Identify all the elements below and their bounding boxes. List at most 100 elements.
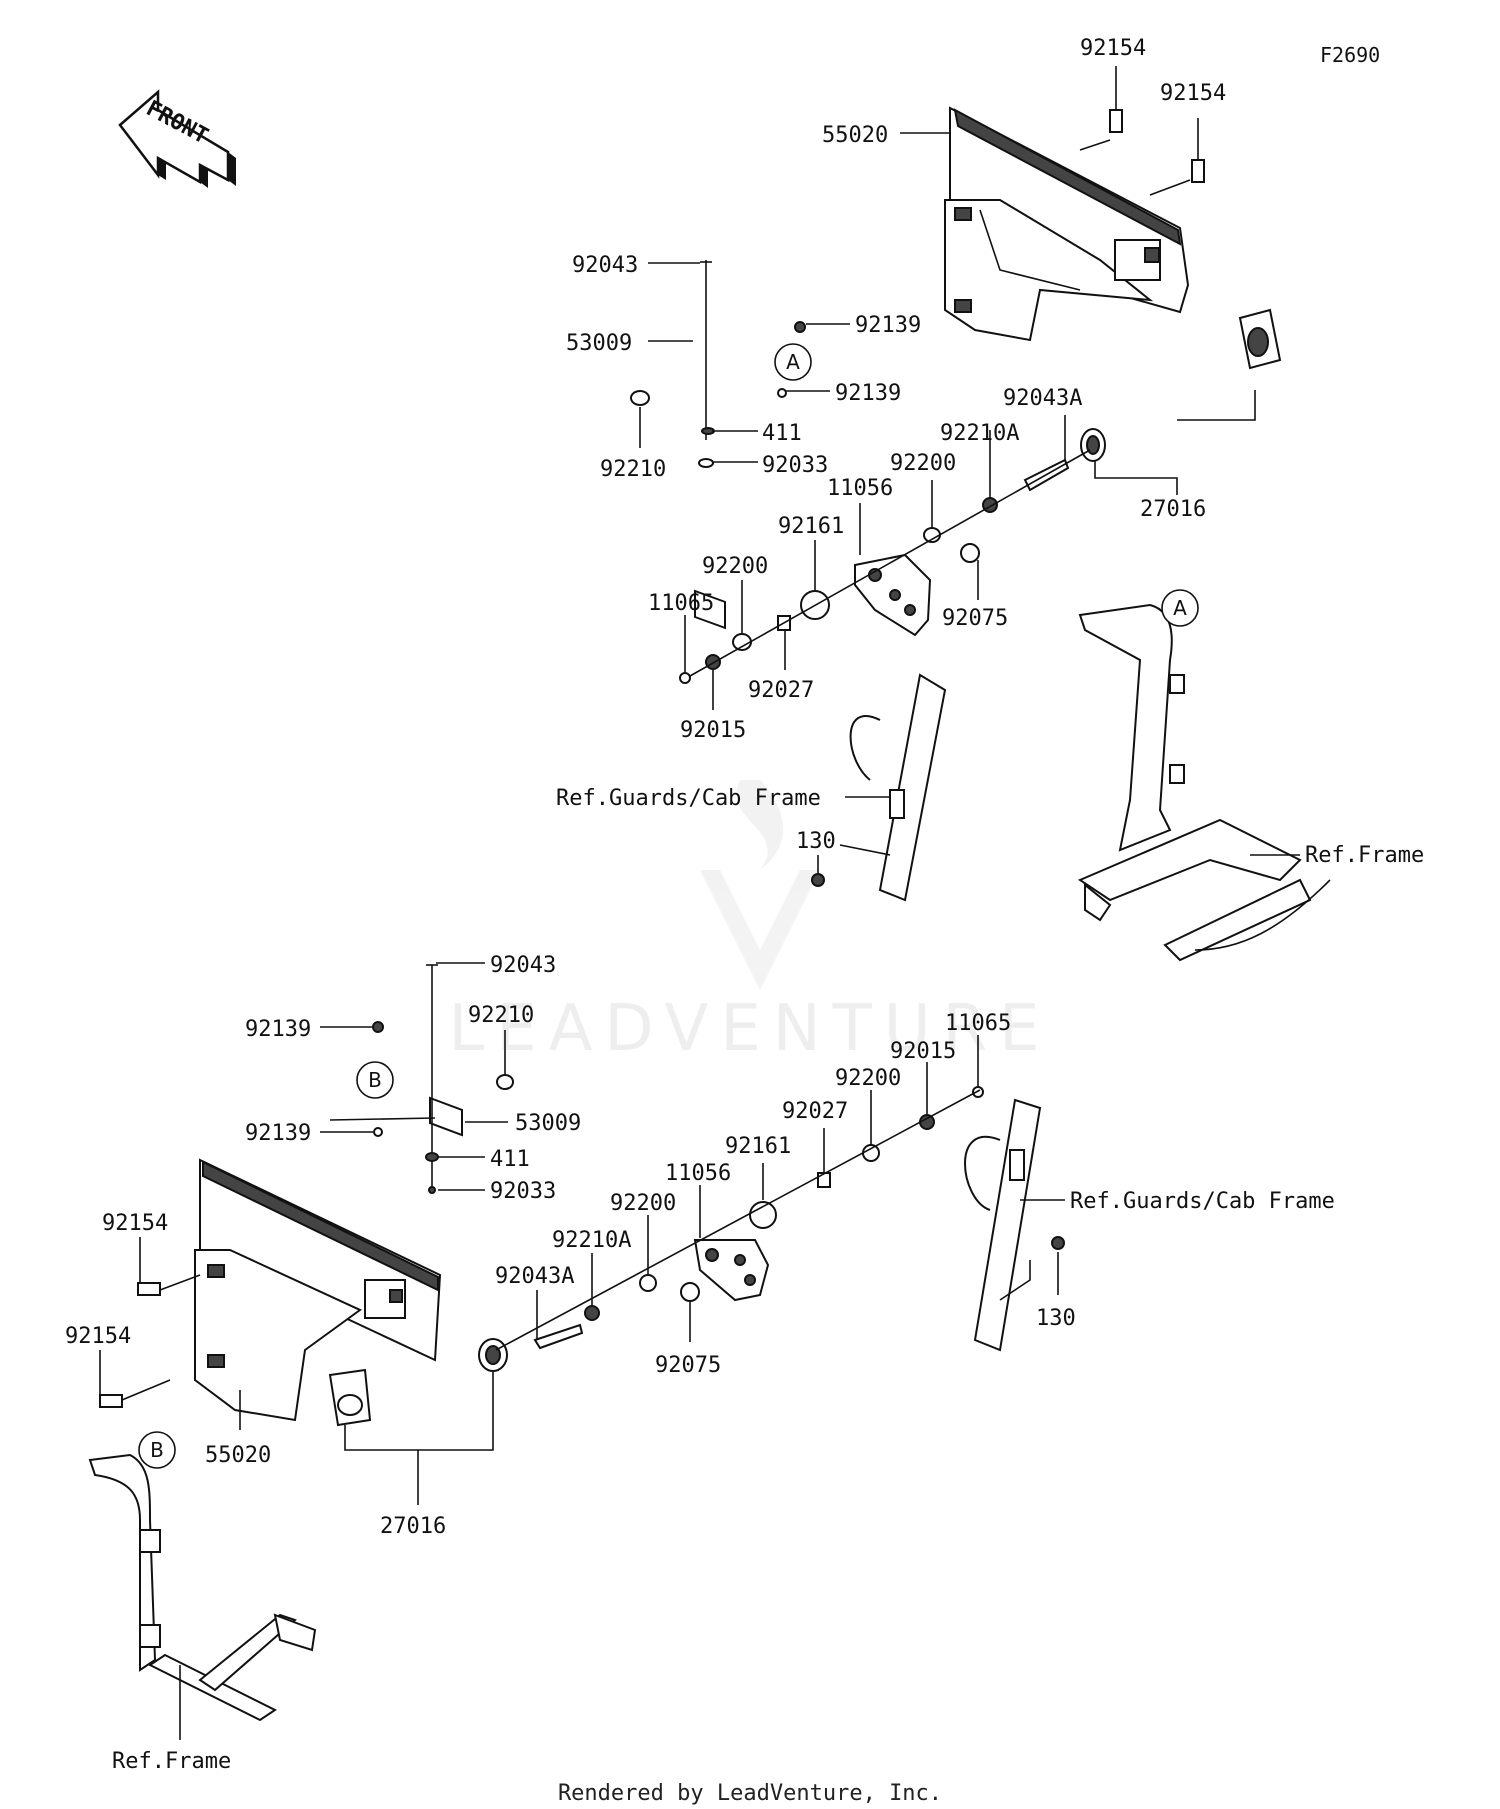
label-ref-guards-lower: Ref.Guards/Cab Frame <box>1070 1189 1335 1214</box>
nut-92139-lower-b <box>373 1127 383 1137</box>
pin-11065-lower <box>972 1086 984 1098</box>
frame-lower <box>88 1453 317 1722</box>
washer-92200-lower-b <box>639 1274 657 1292</box>
label-ref-frame-upper: Ref.Frame <box>1305 843 1424 868</box>
svg-text:A: A <box>1173 596 1187 620</box>
label-92139-upper-b: 92139 <box>835 381 901 406</box>
nut-92075-lower <box>680 1282 700 1302</box>
taillight-housing-lower <box>194 1158 442 1422</box>
pin-11065-upper <box>679 672 691 684</box>
washer-92033-upper <box>698 458 714 468</box>
label-ref-guards-upper: Ref.Guards/Cab Frame <box>556 786 821 811</box>
diagram-code: F2690 <box>1320 43 1380 67</box>
label-92033-lower: 92033 <box>490 1179 556 1204</box>
label-92210-upper: 92210 <box>600 457 666 482</box>
label-92015-upper: 92015 <box>680 718 746 743</box>
label-92210-lower: 92210 <box>468 1003 534 1028</box>
label-411-upper: 411 <box>762 421 802 446</box>
nut-92139-upper-b <box>777 388 787 398</box>
svg-text:B: B <box>150 1438 164 1462</box>
screw-92154-upper-b <box>1149 118 1205 196</box>
footer-credit: Rendered by LeadVenture, Inc. <box>558 1781 942 1806</box>
label-92154-upper-b: 92154 <box>1160 81 1226 106</box>
label-53009-lower: 53009 <box>515 1111 581 1136</box>
label-92161-lower: 92161 <box>725 1134 791 1159</box>
label-92200-upper-a: 92200 <box>890 451 956 476</box>
washer-411-lower <box>425 1152 439 1162</box>
taillight-housing-upper <box>944 106 1190 342</box>
collar-92027-lower <box>817 1172 831 1188</box>
screw-92154-upper-a <box>1079 66 1123 151</box>
bolt-130-lower <box>1051 1236 1065 1250</box>
label-92015-lower: 92015 <box>890 1039 956 1064</box>
watermark: LEADVENTURE <box>449 992 1052 1066</box>
washer-92033-lower <box>428 1186 436 1194</box>
label-27016-upper: 27016 <box>1140 497 1206 522</box>
label-92161-upper: 92161 <box>778 514 844 539</box>
label-92043A-lower: 92043A <box>495 1264 574 1289</box>
callout-a-upper-right: A <box>1161 589 1199 627</box>
washer-92200-lower-a <box>862 1144 880 1162</box>
label-92139-upper-a: 92139 <box>855 313 921 338</box>
label-55020-upper: 55020 <box>822 123 888 148</box>
label-92139-lower-a: 92139 <box>245 1017 311 1042</box>
nut-92139-lower-a <box>372 1021 384 1033</box>
label-92043A-upper: 92043A <box>1003 386 1082 411</box>
callout-b-lower-right: B <box>138 1431 176 1469</box>
label-53009-upper: 53009 <box>566 331 632 356</box>
label-92200-lower-b: 92200 <box>610 1191 676 1216</box>
label-130-upper: 130 <box>796 829 836 854</box>
label-92043-upper: 92043 <box>572 253 638 278</box>
label-92075-lower: 92075 <box>655 1353 721 1378</box>
lamp-bulb-upper <box>1238 308 1282 370</box>
nut-92210A-lower <box>584 1305 600 1321</box>
label-ref-frame-lower: Ref.Frame <box>112 1749 231 1774</box>
washer-92200-upper-b <box>732 633 752 651</box>
label-92139-lower-b: 92139 <box>245 1121 311 1146</box>
nut-92210-upper <box>630 390 650 406</box>
label-11056-upper: 11056 <box>827 476 893 501</box>
callout-a-upper-left: A <box>774 343 812 381</box>
label-11065-upper: 11065 <box>648 591 714 616</box>
grommet-92161-lower <box>749 1201 777 1229</box>
lower-assembly: B B <box>88 962 1065 1740</box>
nut-92015-upper <box>705 654 721 670</box>
label-92027-lower: 92027 <box>782 1099 848 1124</box>
plate-11056-lower <box>693 1239 770 1302</box>
lamp-nut-upper <box>1080 428 1106 462</box>
label-92033-upper: 92033 <box>762 453 828 478</box>
screw-92154-lower-a <box>137 1274 201 1296</box>
plate-11056-upper <box>854 553 932 637</box>
front-arrow-icon: FRONT <box>118 89 236 188</box>
cab-frame-pillar-upper <box>839 673 947 902</box>
bracket-53009-upper <box>694 260 726 630</box>
label-11065-lower: 11065 <box>945 1011 1011 1036</box>
label-92200-lower-a: 92200 <box>835 1066 901 1091</box>
label-92154-lower-a: 92154 <box>102 1211 168 1236</box>
svg-text:A: A <box>786 350 800 374</box>
watermark-logo <box>700 780 820 990</box>
frame-upper <box>1077 603 1331 962</box>
nut-92210-lower <box>496 1074 514 1090</box>
callout-b-lower-left: B <box>356 1061 394 1099</box>
label-92200-upper-b: 92200 <box>702 554 768 579</box>
label-92075-upper: 92075 <box>942 606 1008 631</box>
label-92154-lower-b: 92154 <box>65 1324 131 1349</box>
lamp-bulb-lower <box>328 1368 372 1427</box>
nut-92075-upper <box>960 543 980 563</box>
label-92154-upper-a: 92154 <box>1080 36 1146 61</box>
screw-92154-lower-b <box>99 1379 171 1408</box>
label-411-lower: 411 <box>490 1147 530 1172</box>
label-92210A-lower: 92210A <box>552 1228 631 1253</box>
label-130-lower: 130 <box>1036 1306 1076 1331</box>
label-92027-upper: 92027 <box>748 678 814 703</box>
upper-assembly: A A <box>630 66 1331 962</box>
label-27016-lower: 27016 <box>380 1514 446 1539</box>
bolt-92043A-lower <box>533 1323 584 1350</box>
svg-text:B: B <box>368 1068 382 1092</box>
cab-frame-pillar-lower <box>964 1098 1042 1352</box>
lamp-nut-lower <box>478 1338 508 1372</box>
bolt-130-upper <box>811 873 825 887</box>
label-92210A-upper: 92210A <box>940 421 1019 446</box>
